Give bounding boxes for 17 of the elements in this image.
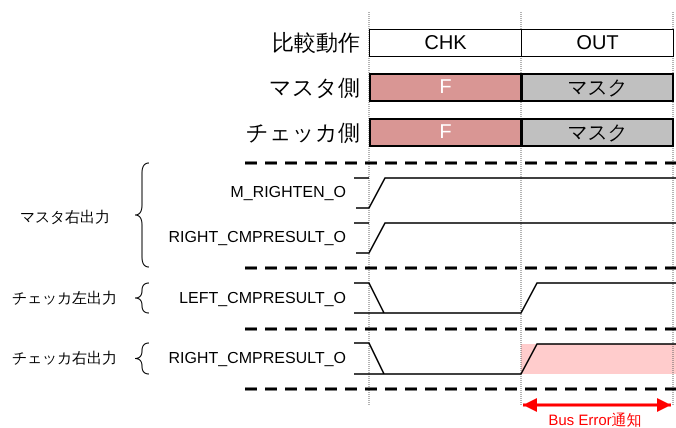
state-box: F: [369, 118, 522, 147]
row-label: チェッカ側: [246, 122, 360, 144]
signal-name: LEFT_CMPRESULT_O: [179, 291, 346, 307]
signal-name: RIGHT_CMPRESULT_O: [168, 351, 346, 367]
state-box: マスク: [521, 118, 674, 147]
phase-box: CHK: [369, 29, 522, 57]
annotation-label: Bus Error通知: [548, 412, 642, 428]
state-box: F: [369, 73, 522, 102]
row-label: マスタ側: [269, 77, 360, 99]
group-label: チェッカ左出力: [12, 290, 117, 306]
signal-name: M_RIGHTEN_O: [230, 185, 346, 201]
state-box: マスク: [521, 73, 674, 102]
group-label: マスタ右出力: [20, 210, 110, 224]
phase-box: OUT: [521, 29, 674, 57]
row-label: 比較動作: [272, 32, 360, 54]
signal-name: RIGHT_CMPRESULT_O: [168, 230, 346, 246]
group-label: チェッカ右出力: [12, 350, 117, 366]
